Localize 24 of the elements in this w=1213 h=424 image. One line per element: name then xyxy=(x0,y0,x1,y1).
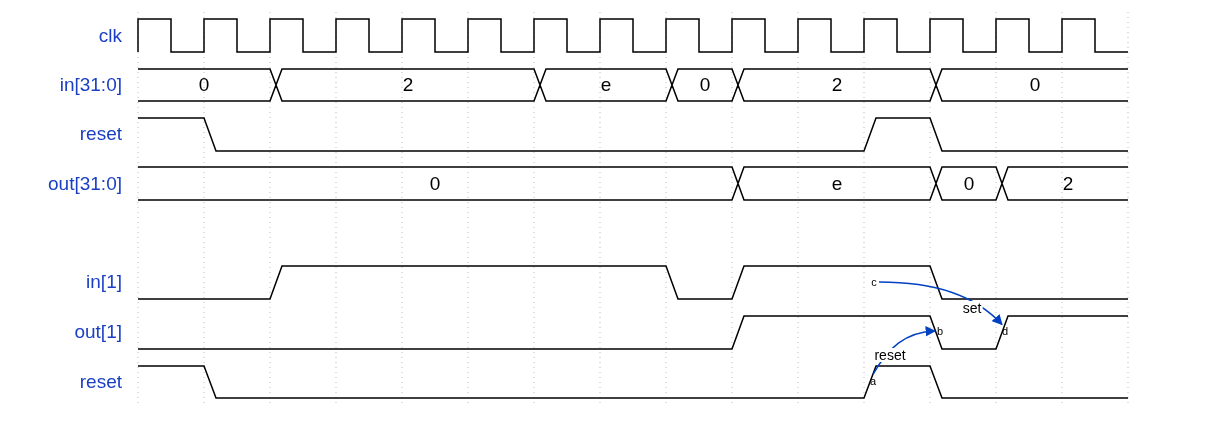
signal-name: out[31:0] xyxy=(48,174,122,193)
bus-value: 2 xyxy=(402,75,414,94)
signal-name: reset xyxy=(79,124,122,143)
bus-value: 2 xyxy=(831,75,843,94)
signal-name: reset xyxy=(79,372,122,391)
edge-label: reset xyxy=(873,348,907,362)
bus-value: 2 xyxy=(1062,174,1074,193)
marker-label: a xyxy=(868,374,878,388)
bus-value: e xyxy=(600,75,612,94)
signal-name: in[31:0] xyxy=(59,75,122,94)
bus-value: 0 xyxy=(429,174,441,193)
signal-name: in[1] xyxy=(86,272,122,291)
arrow xyxy=(878,281,1003,326)
bus-value: e xyxy=(831,174,843,193)
signal-name: clk xyxy=(98,26,122,45)
bus-value: 0 xyxy=(198,75,210,94)
marker-label: b xyxy=(935,324,945,338)
bus-value: 0 xyxy=(699,75,711,94)
edge-label: set xyxy=(961,301,983,315)
signal-name: out[1] xyxy=(74,322,122,341)
marker-label: c xyxy=(869,275,879,289)
bus-value: 0 xyxy=(1029,75,1041,94)
marker-label: d xyxy=(1000,324,1010,338)
bus-value: 0 xyxy=(963,174,975,193)
